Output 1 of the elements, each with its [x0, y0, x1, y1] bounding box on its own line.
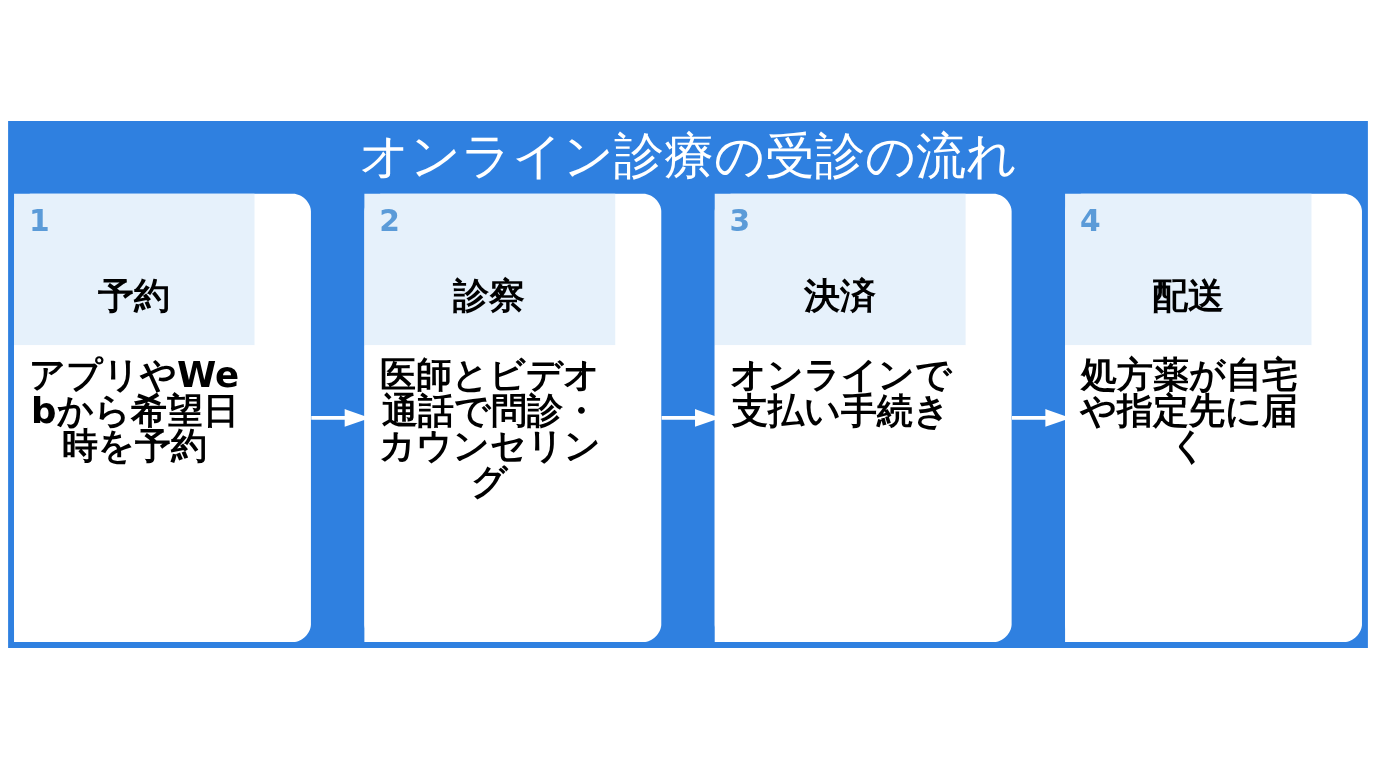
- diagram-title: オンライン診療の受診の流れ: [359, 125, 1017, 185]
